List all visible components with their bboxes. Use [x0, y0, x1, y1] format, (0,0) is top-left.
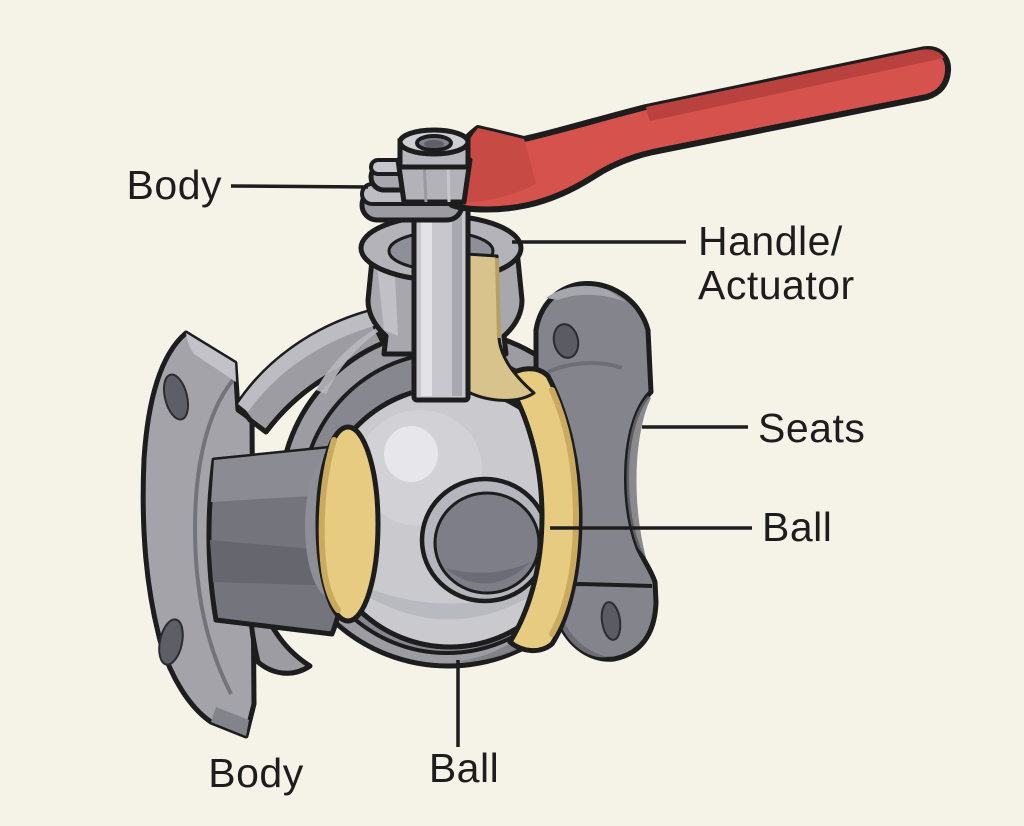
ball-bottom-shade: [332, 570, 568, 620]
housing-top-highlight: [316, 309, 422, 394]
washer-hole-inner: [424, 140, 444, 148]
leader-lines: [230, 184, 752, 747]
left-flange-top-bevel: [186, 333, 236, 382]
stem-shade: [452, 152, 462, 396]
right-seat-shade: [549, 387, 580, 637]
label-handle-line2: Actuator: [698, 262, 855, 308]
ball-bore-shadow: [445, 562, 531, 584]
ball-highlight: [384, 426, 438, 482]
right-flange-waist-shade: [626, 396, 651, 558]
leader-line-body-top: [230, 184, 369, 189]
ball: [317, 384, 583, 650]
label-ball-side: Ball: [762, 504, 832, 550]
right-flange-recess-line: [547, 361, 623, 374]
stem-highlight: [421, 152, 432, 396]
left-seat-shade: [318, 437, 341, 613]
labels: Body Handle/ Actuator Seats Ball Body Ba…: [127, 162, 865, 796]
left-flange: [140, 330, 257, 739]
left-flange-bottom-face: [211, 707, 249, 736]
left-seat: [315, 424, 381, 624]
upper-arm-top-face: [238, 312, 374, 412]
label-seats: Seats: [758, 405, 865, 451]
label-ball-bottom: Ball: [429, 745, 499, 791]
bolt-hole-top-right: [552, 323, 580, 359]
label-handle-line1: Handle/: [698, 218, 843, 264]
stem-packing: [464, 252, 536, 402]
bolt-hole-top-left: [162, 373, 190, 421]
right-flange-top-bevel: [546, 285, 626, 302]
bolt-hole-bottom-left: [158, 618, 184, 666]
handle-top-bevel: [646, 49, 944, 121]
label-body-top: Body: [127, 162, 222, 208]
handle-bend-facet: [452, 128, 536, 202]
stem-nut: [395, 127, 473, 205]
bolt-hole-bottom-right: [600, 601, 622, 641]
bottom-lobe-shadow: [557, 604, 608, 658]
seats: [315, 366, 583, 653]
stem-packing-edge: [495, 257, 501, 339]
label-body-bottom: Body: [208, 750, 303, 796]
left-flange-inner-contour: [192, 378, 235, 695]
handle: [441, 46, 952, 213]
